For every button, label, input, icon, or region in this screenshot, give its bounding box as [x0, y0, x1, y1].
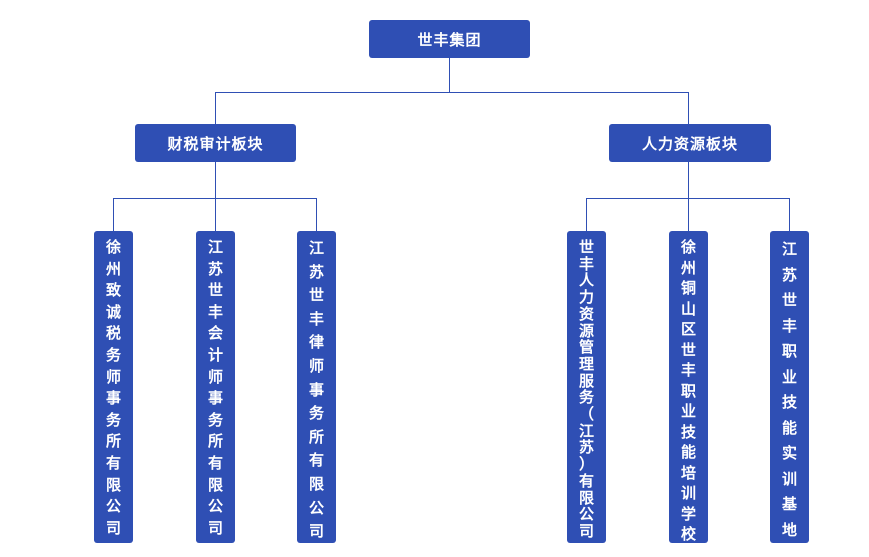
child-node-jiangsu-training-base: 江苏世丰职业技能实训基地 — [770, 231, 809, 543]
connector-right-down — [688, 161, 689, 199]
child-node-jiangsu-shifeng-law: 江苏世丰律师事务所有限公司 — [297, 231, 336, 543]
connector-right-child-1 — [586, 198, 587, 231]
connector-left-drop — [215, 92, 216, 124]
child-node-jiangsu-shifeng-accounting: 江苏世丰会计师事务所有限公司 — [196, 231, 235, 543]
child-node-shifeng-hr-services: 世丰人力资源管理服务（江苏）有限公司 — [567, 231, 606, 543]
section-node-human-resources: 人力资源板块 — [609, 124, 771, 162]
connector-right-child-2 — [688, 198, 689, 231]
connector-left-child-3 — [316, 198, 317, 231]
connector-root-down — [449, 58, 450, 93]
root-node: 世丰集团 — [369, 20, 530, 58]
connector-left-child-2 — [215, 198, 216, 231]
child-node-xuzhou-zhicheng-tax: 徐州致诚税务师事务所有限公司 — [94, 231, 133, 543]
connector-right-drop — [688, 92, 689, 124]
section-node-finance-audit: 财税审计板块 — [135, 124, 296, 162]
connector-left-child-1 — [113, 198, 114, 231]
connector-left-down — [215, 161, 216, 199]
child-node-tongshan-training-school: 徐州铜山区世丰职业技能培训学校 — [669, 231, 708, 543]
connector-right-child-3 — [789, 198, 790, 231]
connector-root-bar — [215, 92, 689, 93]
